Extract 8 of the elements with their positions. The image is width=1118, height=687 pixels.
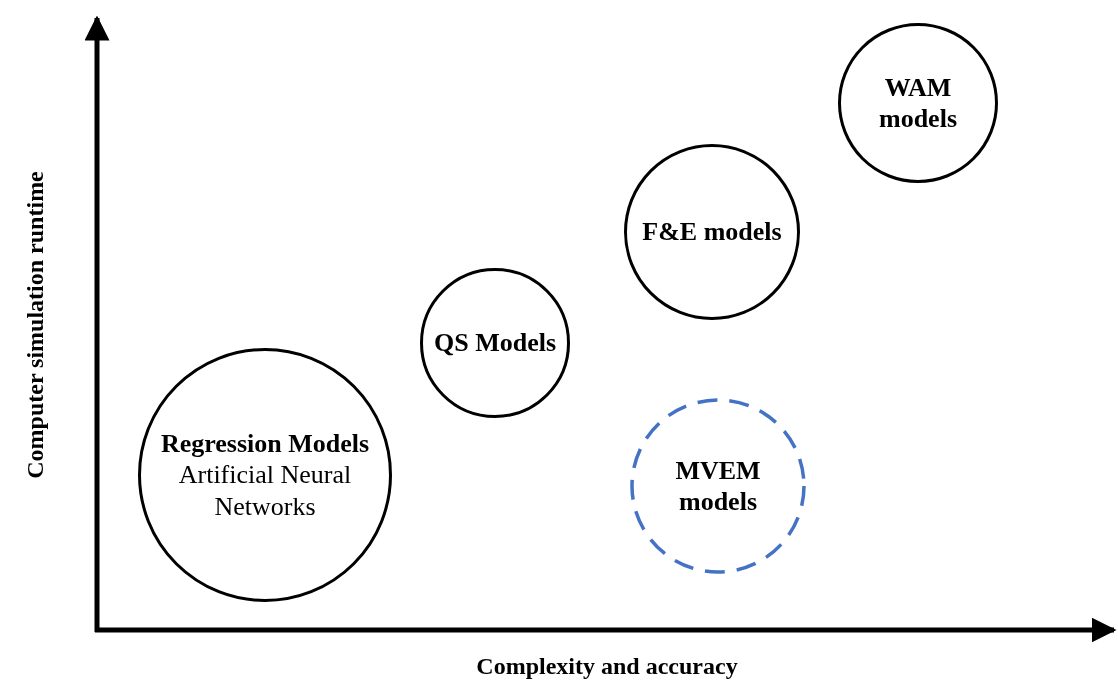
model-name: Regression Models <box>160 428 370 460</box>
axis-title: Complexity and accuracy <box>476 652 738 680</box>
model-name: F&E models <box>642 216 782 248</box>
axis-title: Computer simulation runtime <box>21 171 49 479</box>
model-name: MVEM models <box>674 454 762 518</box>
model-name: QS Models <box>433 327 557 359</box>
model-example: Artificial Neural Networks <box>177 459 353 522</box>
model-name: WAM models <box>878 71 958 135</box>
